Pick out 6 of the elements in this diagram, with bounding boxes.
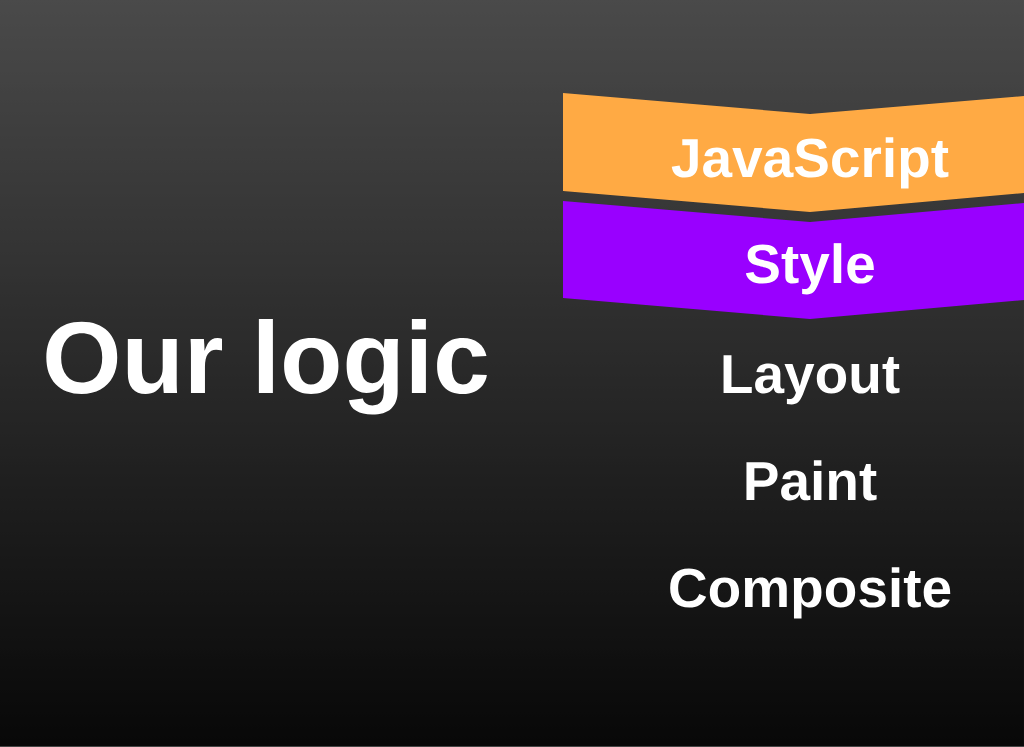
stage-label: Paint xyxy=(746,460,877,501)
stage-label: Layout xyxy=(723,355,900,405)
stage-label: Composite xyxy=(670,567,951,619)
chevron-band: JavaScript xyxy=(563,93,1024,212)
chevron-band: Style xyxy=(563,201,1024,319)
title: Our logic xyxy=(46,319,487,415)
